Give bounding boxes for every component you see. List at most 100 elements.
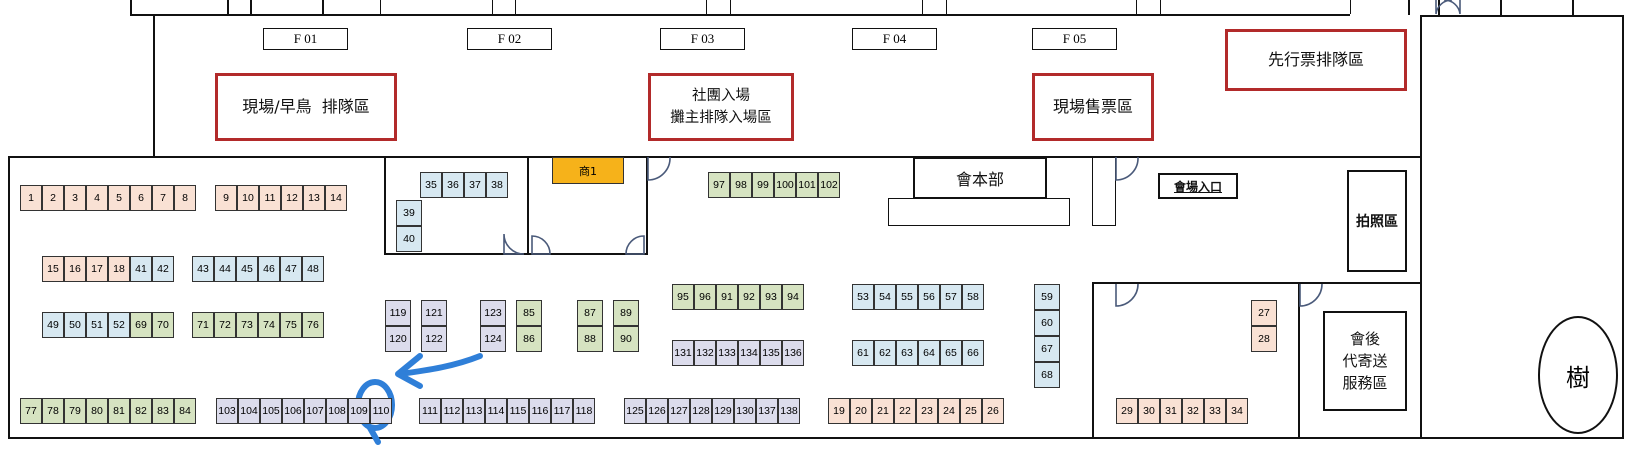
booth[interactable]: 61 [852,340,874,366]
booth[interactable]: 74 [258,312,280,338]
booth[interactable]: 45 [236,256,258,282]
booth[interactable]: 129 [712,398,734,424]
booth[interactable]: 79 [64,398,86,424]
booth[interactable]: 36 [442,172,464,198]
booth[interactable]: 8 [174,185,196,211]
booth[interactable]: 128 [690,398,712,424]
booth[interactable]: 41 [130,256,152,282]
booth[interactable]: 2 [42,185,64,211]
booth[interactable]: 35 [420,172,442,198]
booth[interactable]: 99 [752,172,774,198]
booth[interactable]: 53 [852,284,874,310]
booth[interactable]: 1 [20,185,42,211]
booth[interactable]: 104 [238,398,260,424]
booth[interactable]: 76 [302,312,324,338]
booth[interactable]: 14 [325,185,347,211]
booth[interactable]: 77 [20,398,42,424]
booth[interactable]: 112 [441,398,463,424]
booth[interactable]: 73 [236,312,258,338]
booth[interactable]: 111 [419,398,441,424]
booth[interactable]: 69 [130,312,152,338]
booth[interactable]: 18 [108,256,130,282]
booth[interactable]: 37 [464,172,486,198]
booth[interactable]: 42 [152,256,174,282]
booth[interactable]: 44 [214,256,236,282]
booth[interactable]: 94 [782,284,804,310]
booth[interactable]: 81 [108,398,130,424]
booth[interactable]: 64 [918,340,940,366]
booth[interactable]: 48 [302,256,324,282]
booth[interactable]: 130 [734,398,756,424]
booth[interactable]: 72 [214,312,236,338]
booth[interactable]: 65 [940,340,962,366]
booth[interactable]: 40 [396,226,422,252]
booth[interactable]: 96 [694,284,716,310]
booth[interactable]: 78 [42,398,64,424]
booth[interactable]: 107 [304,398,326,424]
booth[interactable]: 47 [280,256,302,282]
booth[interactable]: 102 [818,172,840,198]
booth[interactable]: 58 [962,284,984,310]
booth[interactable]: 25 [960,398,982,424]
booth[interactable]: 59 [1034,284,1060,310]
booth[interactable]: 30 [1138,398,1160,424]
booth[interactable]: 84 [174,398,196,424]
booth[interactable]: 7 [152,185,174,211]
booth[interactable]: 11 [259,185,281,211]
booth[interactable]: 28 [1251,326,1277,352]
booth[interactable]: 66 [962,340,984,366]
booth[interactable]: 120 [385,326,411,352]
booth[interactable]: 68 [1034,362,1060,388]
booth[interactable]: 101 [796,172,818,198]
booth[interactable]: 134 [738,340,760,366]
booth[interactable]: 19 [828,398,850,424]
booth[interactable]: 124 [480,326,506,352]
booth[interactable]: 105 [260,398,282,424]
booth[interactable]: 92 [738,284,760,310]
shop-booth-1[interactable]: 商1 [552,157,624,184]
booth[interactable]: 67 [1034,336,1060,362]
booth[interactable]: 16 [64,256,86,282]
booth[interactable]: 5 [108,185,130,211]
booth-highlighted[interactable]: 109 [348,398,370,424]
booth[interactable]: 117 [551,398,573,424]
booth[interactable]: 12 [281,185,303,211]
booth[interactable]: 9 [215,185,237,211]
booth[interactable]: 39 [396,200,422,226]
booth[interactable]: 119 [385,300,411,326]
booth[interactable]: 54 [874,284,896,310]
booth[interactable]: 57 [940,284,962,310]
booth[interactable]: 4 [86,185,108,211]
booth[interactable]: 52 [108,312,130,338]
booth[interactable]: 95 [672,284,694,310]
booth[interactable]: 86 [516,326,542,352]
booth[interactable]: 62 [874,340,896,366]
booth[interactable]: 46 [258,256,280,282]
booth[interactable]: 33 [1204,398,1226,424]
booth[interactable]: 43 [192,256,214,282]
booth[interactable]: 97 [708,172,730,198]
booth[interactable]: 110 [370,398,392,424]
booth[interactable]: 3 [64,185,86,211]
booth[interactable]: 83 [152,398,174,424]
booth[interactable]: 56 [918,284,940,310]
booth[interactable]: 132 [694,340,716,366]
booth[interactable]: 131 [672,340,694,366]
booth[interactable]: 50 [64,312,86,338]
booth[interactable]: 88 [577,326,603,352]
booth[interactable]: 108 [326,398,348,424]
booth[interactable]: 91 [716,284,738,310]
booth[interactable]: 122 [421,326,447,352]
booth[interactable]: 49 [42,312,64,338]
booth[interactable]: 13 [303,185,325,211]
booth[interactable]: 75 [280,312,302,338]
booth[interactable]: 21 [872,398,894,424]
booth[interactable]: 98 [730,172,752,198]
booth[interactable]: 32 [1182,398,1204,424]
booth[interactable]: 138 [778,398,800,424]
booth[interactable]: 27 [1251,300,1277,326]
booth[interactable]: 23 [916,398,938,424]
booth[interactable]: 80 [86,398,108,424]
booth[interactable]: 90 [613,326,639,352]
booth[interactable]: 135 [760,340,782,366]
